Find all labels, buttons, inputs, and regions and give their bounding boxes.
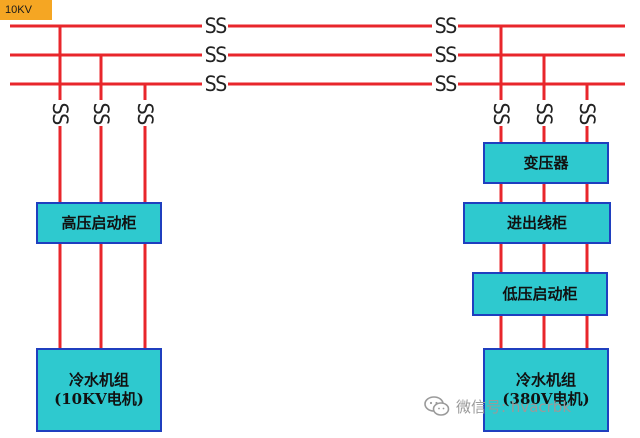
fuse-symbol-bus: SS: [202, 43, 228, 67]
fuse-symbol-bus: SS: [432, 14, 458, 38]
fuse-symbol-bus: SS: [432, 43, 458, 67]
wechat-icon: [424, 396, 450, 416]
box-label: 进出线柜: [506, 213, 567, 232]
fuse-symbol-feeder: SS: [133, 100, 157, 126]
fuse-symbol-bus: SS: [432, 72, 458, 96]
voltage-label: 10KV: [0, 0, 52, 20]
box-label: 变压器: [523, 153, 569, 172]
box-label-line1: 冷水机组: [68, 371, 129, 389]
watermark-text: 微信号: hvacrbk: [456, 397, 572, 416]
transformer: 变压器: [483, 142, 609, 184]
fuse-symbol-feeder: SS: [489, 100, 513, 126]
hv-starter-cabinet-left: 高压启动柜: [36, 202, 162, 244]
chiller-unit-right: 冷水机组 (380V电机): [483, 348, 609, 432]
chiller-unit-left: 冷水机组 (10KV电机): [36, 348, 162, 432]
box-label-line2: (10KV电机): [54, 390, 144, 408]
watermark: 微信号: hvacrbk: [424, 394, 571, 418]
fuse-symbol-feeder: SS: [89, 100, 113, 126]
fuse-symbol-feeder: SS: [575, 100, 599, 126]
lv-starter-cabinet: 低压启动柜: [472, 272, 608, 316]
fuse-symbol-bus: SS: [202, 14, 228, 38]
fuse-symbol-feeder: SS: [532, 100, 556, 126]
fuse-symbol-feeder: SS: [48, 100, 72, 126]
inout-cabinet: 进出线柜: [463, 202, 611, 244]
box-label: 高压启动柜: [61, 213, 137, 232]
fuse-symbol-bus: SS: [202, 72, 228, 96]
box-label-line2: (380V电机): [502, 390, 590, 408]
box-label: 低压启动柜: [502, 284, 578, 303]
box-label-line1: 冷水机组: [515, 371, 576, 389]
